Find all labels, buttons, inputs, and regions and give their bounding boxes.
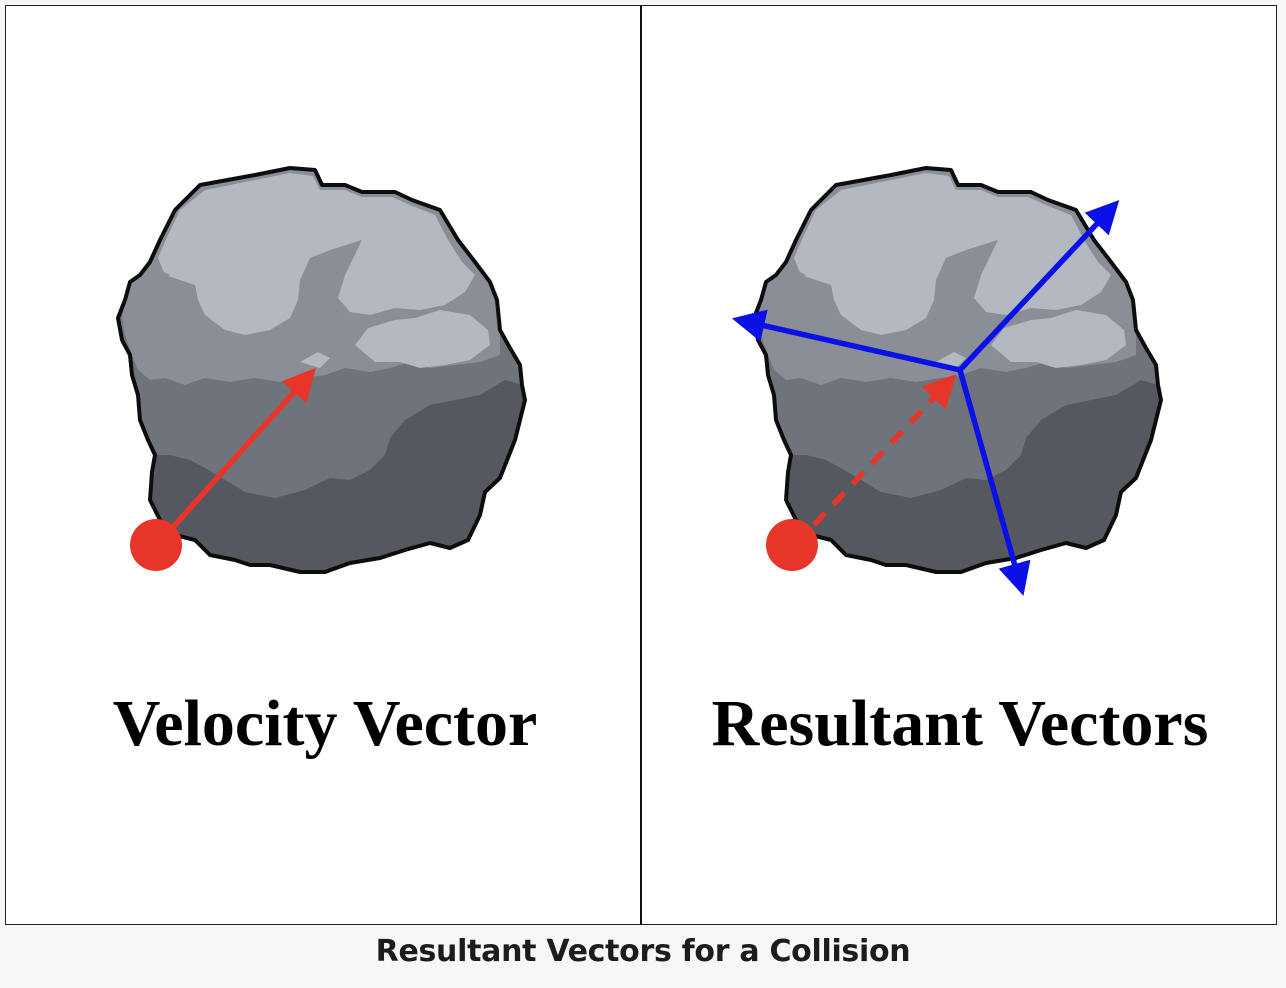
collision-diagram: Velocity Vector Resultant Vectors (113, 166, 1209, 760)
rock-asteroid-icon (116, 166, 527, 574)
impact-point (130, 519, 182, 571)
resultant-vector-left (731, 309, 961, 373)
figure-caption: Resultant Vectors for a Collision (375, 934, 911, 969)
resultant-vector-down (957, 369, 1031, 596)
velocity-vector-arrow (154, 367, 317, 547)
right-panel: Resultant Vectors (712, 166, 1209, 760)
left-panel: Velocity Vector (113, 166, 538, 760)
resultant-vectors-label: Resultant Vectors (712, 687, 1209, 760)
incoming-velocity-dashed-arrow (792, 373, 957, 547)
panel-divider (640, 5, 642, 925)
velocity-vector-label: Velocity Vector (113, 687, 538, 760)
resultant-vector-up-right (957, 199, 1120, 372)
impact-point (766, 519, 818, 571)
